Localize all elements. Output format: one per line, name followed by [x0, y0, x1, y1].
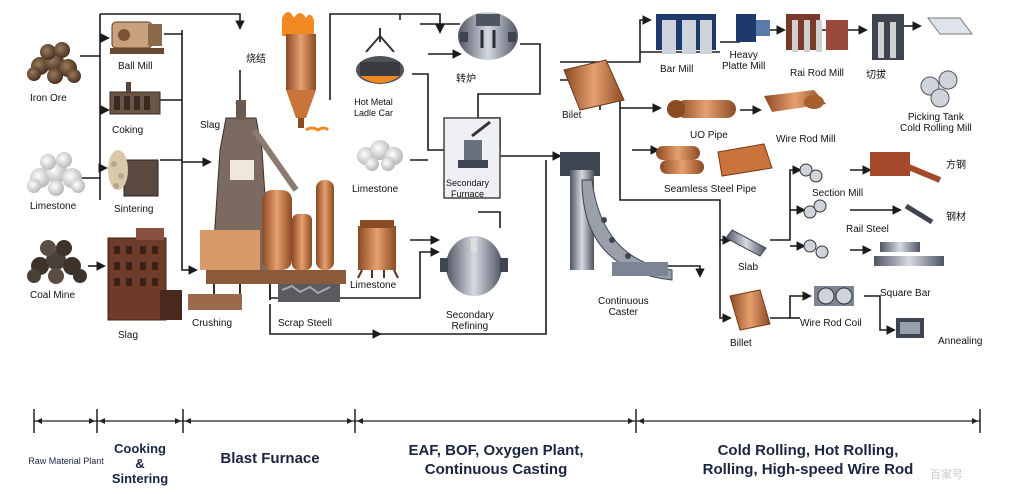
label-billet-bottom: Billet	[730, 338, 752, 349]
square-bar-icon	[803, 239, 944, 266]
limestone-pile-left	[27, 152, 85, 196]
stage-blast-furnace: Blast Furnace	[220, 450, 320, 467]
coal-pile	[27, 240, 87, 284]
ball-mill-icon	[110, 21, 164, 54]
iron-ore-pile	[27, 42, 81, 84]
label-heavy-plate-mill: Heavy Platte Mill	[722, 50, 766, 72]
label-limestone-left: Limestone	[30, 201, 77, 212]
label-section-mill: Section Mill	[812, 188, 864, 199]
label-hot-metal-ladle-car: Hot Metal Ladle Car	[354, 97, 394, 118]
slab-icon	[725, 229, 767, 257]
seamless-steel-pipe-icon	[656, 143, 773, 177]
label-coking: Coking	[112, 125, 144, 136]
sinter-tower-icon	[282, 12, 330, 132]
label-seamless-steel-pipe: Seamless Steel Pipe	[664, 184, 757, 195]
rail-rod-mill-icon	[786, 14, 848, 52]
label-crushing: Crushing	[192, 318, 233, 329]
label-rail-rod-mill: Rai Rod Mill	[790, 68, 844, 79]
process-flow-diagram	[27, 12, 973, 338]
heavy-plate-mill-icon	[736, 14, 770, 42]
label-right-mid-cn: 钢材	[946, 212, 966, 223]
stage-timeline	[33, 409, 981, 433]
label-sinter-cn: 烧结	[246, 54, 266, 65]
label-scrap-steel: Scrap Steell	[278, 318, 332, 329]
label-fanggang-cn: 方钢	[946, 160, 966, 171]
label-bar-mill: Bar Mill	[660, 64, 694, 75]
hot-metal-ladle-car-icon	[356, 28, 404, 84]
section-mill-icon	[799, 152, 942, 183]
label-bilet-top: Bilet	[562, 110, 582, 121]
label-square-bar: Square Bar	[880, 288, 931, 299]
label-continuous-caster: Continuous Caster	[598, 296, 649, 318]
label-slag-top: Slag	[200, 120, 221, 131]
wire-rod-coil-icon	[814, 286, 854, 306]
label-slab: Slab	[738, 262, 759, 273]
label-sintering: Sintering	[114, 204, 154, 215]
annealing-icon	[896, 318, 924, 338]
label-wire-rod-coil: Wire Rod Coil	[800, 318, 862, 329]
label-cut-cn: 切拔	[866, 70, 886, 81]
label-pickling-tank: Picking Tank Cold Rolling Mill	[900, 112, 972, 134]
slag-building-icon	[107, 228, 182, 321]
rail-steel-icon	[803, 199, 934, 225]
wire-rod-mill-icon	[764, 90, 826, 112]
cut-machine-icon	[872, 14, 904, 60]
secondary-furnace-icon	[443, 117, 501, 199]
label-converter-cn: 转炉	[456, 74, 476, 85]
blast-furnace-icon	[188, 100, 346, 310]
scrap-steel-icon	[278, 284, 340, 302]
limestone-pile-mid	[357, 140, 403, 171]
bilet-icon	[563, 59, 625, 111]
converter-icon	[458, 12, 518, 60]
label-rail-steel: Rail Steel	[846, 224, 889, 235]
billet-bottom-icon	[729, 289, 771, 331]
label-annealing: Annealing	[938, 336, 983, 347]
label-iron-ore: Iron Ore	[30, 93, 67, 104]
limestone-plant-icon	[357, 220, 399, 279]
stage-rolling: Cold Rolling, Hot Rolling, Rolling, High…	[702, 442, 914, 478]
label-uo-pipe: UO Pipe	[690, 130, 728, 141]
bar-mill-icon	[656, 14, 716, 54]
label-slag-bottom: Slag	[118, 330, 139, 341]
label-coal-mine: Coal Mine	[30, 290, 76, 301]
sintering-icon	[108, 150, 159, 197]
stage-raw-material-plant: Raw Material Plant	[28, 456, 104, 466]
stage-cooking-sintering: Cooking & Sintering	[111, 441, 169, 486]
label-secondary-refining: Secondary Refining	[446, 310, 494, 332]
label-secondary-furnace: Secondary Furnace	[446, 178, 490, 199]
uo-pipe-icon	[667, 100, 736, 118]
stage-eaf-bof: EAF, BOF, Oxygen Plant, Continuous Casti…	[408, 442, 584, 478]
flow-lines	[80, 13, 922, 335]
label-limestone-mid: Limestone	[352, 184, 399, 195]
secondary-refining-icon	[440, 236, 508, 296]
watermark: 百家号	[930, 469, 963, 481]
label-wire-rod-mill: Wire Rod Mill	[776, 134, 836, 145]
pickling-tank-icon	[920, 17, 973, 108]
label-ball-mill: Ball Mill	[118, 61, 153, 72]
coking-icon	[109, 82, 161, 115]
continuous-caster-icon	[560, 152, 673, 281]
label-limestone-low: Limestone	[350, 280, 397, 291]
